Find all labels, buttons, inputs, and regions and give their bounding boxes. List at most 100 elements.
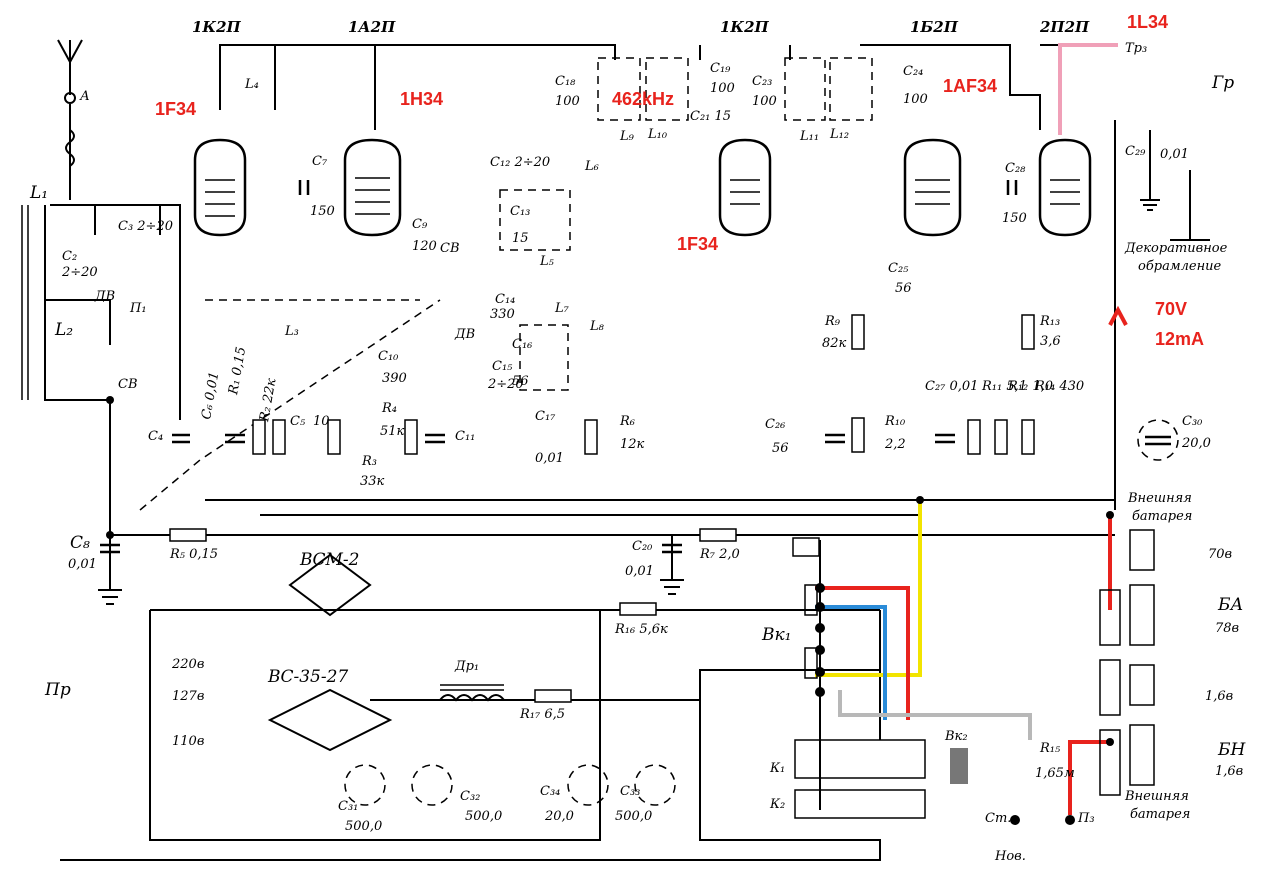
bn-voltage: 1,6в xyxy=(1215,764,1243,779)
c18-label: C₁₈ xyxy=(555,74,576,89)
c32-value: 500,0 xyxy=(465,809,502,824)
c10-value: 390 xyxy=(382,371,407,386)
c25-value: 56 xyxy=(895,281,912,296)
speaker-label: Гр xyxy=(1211,73,1234,93)
l8-label: L₈ xyxy=(589,319,605,334)
r4-value: 51к xyxy=(380,424,405,439)
colored-wires xyxy=(815,43,1128,815)
c23-label: C₂₃ xyxy=(752,74,772,89)
c32-label: C₃₂ xyxy=(460,789,480,804)
c27-label: C₂₇ 0,01 xyxy=(925,379,978,394)
l2-label: L₂ xyxy=(54,320,73,340)
l12-label: L₁₂ xyxy=(829,127,849,142)
l3-label: L₃ xyxy=(284,324,299,339)
annotation-1f34-a: 1F34 xyxy=(155,99,196,119)
vk1-label: Вк₁ xyxy=(761,625,791,645)
c33-label: C₃₃ xyxy=(620,784,640,799)
tube-v4 xyxy=(903,138,962,237)
c2-label: C₂ xyxy=(62,249,77,264)
external-labels: Декоративное обрамление Внешняя батарея … xyxy=(1124,241,1246,822)
annotation-12ma: 12mA xyxy=(1155,329,1204,349)
vk2-label: Вк₂ xyxy=(944,729,968,744)
r9-value: 82к xyxy=(822,336,847,351)
c19-label: C₁₉ xyxy=(710,61,731,76)
c5-label: C₅ xyxy=(290,414,306,429)
c31-value: 500,0 xyxy=(345,819,382,834)
r12-label: R₁₂ 1,0 xyxy=(1007,379,1053,394)
tube-v1 xyxy=(193,138,247,237)
r1-label: R₁ 0,15 xyxy=(226,346,249,397)
c16-value: 56 xyxy=(512,374,529,389)
annotation-462khz: 462kHz xyxy=(612,89,674,109)
fuse-label: Пр xyxy=(44,680,71,700)
c26-value: 56 xyxy=(772,441,789,456)
c8-label: C₈ xyxy=(70,533,90,553)
sv-label: СВ xyxy=(118,377,138,392)
r11-label: R₁₁ 5,1 xyxy=(981,379,1027,394)
nov-label: Нов. xyxy=(994,849,1026,864)
switch-block xyxy=(792,529,1155,819)
if-transformers xyxy=(499,57,873,391)
c31-label: C₃₁ xyxy=(338,799,358,814)
c21-label: C₂₁ 15 xyxy=(690,109,731,124)
r6-label: R₆ xyxy=(619,414,635,429)
c12-label: C₁₂ 2÷20 xyxy=(490,155,550,170)
c4-label: C₄ xyxy=(148,429,163,444)
c7-value: 150 xyxy=(310,204,335,219)
ba-voltage: 78в xyxy=(1215,621,1239,636)
v70-label: 70в xyxy=(1208,547,1232,562)
r5-label: R₅ 0,15 xyxy=(169,547,218,562)
c19-value: 100 xyxy=(710,81,735,96)
c29-value: 0,01 xyxy=(1160,147,1189,162)
decor-label-1: Декоративное xyxy=(1124,241,1228,256)
c29-label: C₂₉ xyxy=(1125,144,1146,159)
c14-value: 330 xyxy=(490,307,515,322)
c6-label: C₆ 0,01 xyxy=(199,371,222,421)
r14-label: R₁₄ 430 xyxy=(1034,379,1084,394)
c17-label: C₁₇ xyxy=(535,409,556,424)
c2-value: 2÷20 xyxy=(61,265,98,280)
l6-label: L₆ xyxy=(584,159,599,174)
c28-value: 150 xyxy=(1002,211,1027,226)
tube-v2 xyxy=(343,138,402,237)
r7-label: R₇ 2,0 xyxy=(699,547,740,562)
c13-value: 15 xyxy=(512,231,529,246)
c3-label: C₃ 2÷20 xyxy=(118,219,173,234)
ext-battery-1b: батарея xyxy=(1132,509,1192,524)
tube-labels: 1К2П 1А2П 1К2П 1Б2П 2П2П xyxy=(192,18,1090,36)
c28-label: C₂₈ xyxy=(1005,161,1026,176)
bn-label: БН xyxy=(1217,740,1246,760)
c25-label: C₂₅ xyxy=(888,261,909,276)
c14-label: C₁₄ xyxy=(495,292,515,307)
choke-label: Др₁ xyxy=(454,659,479,674)
tube-4-label: 1Б2П xyxy=(910,18,959,36)
c23-value: 100 xyxy=(752,94,777,109)
r13-value: 3,6 xyxy=(1040,334,1061,349)
v16-label: 1,6в xyxy=(1205,689,1233,704)
vsm-label: ВСМ-2 xyxy=(299,550,359,570)
c5-value: 10 xyxy=(313,414,330,429)
sv-switch-label: СВ xyxy=(440,241,460,256)
ext-battery-2a: Внешняя xyxy=(1124,789,1189,804)
ba-label: БА xyxy=(1217,595,1243,615)
c7-label: C₇ xyxy=(312,154,328,169)
tube-v5 xyxy=(1038,138,1092,237)
l7-label: L₇ xyxy=(554,301,570,316)
tube-v3 xyxy=(718,138,772,237)
tap-110: 110в xyxy=(172,734,204,749)
c16-label: C₁₆ xyxy=(512,337,532,352)
r17-label: R₁₇ 6,5 xyxy=(519,707,565,722)
c34-value: 20,0 xyxy=(544,809,574,824)
r10-label: R₁₀ xyxy=(884,414,906,429)
tube-1-label: 1К2П xyxy=(192,18,242,36)
vs-label: ВС-35-27 xyxy=(267,667,348,687)
decor-label-2: обрамление xyxy=(1138,259,1222,274)
r2-label: R₂ 22к xyxy=(257,377,280,424)
k1-label: К₁ xyxy=(769,761,785,776)
antenna-label: А xyxy=(79,89,90,104)
c17-value: 0,01 xyxy=(535,451,564,466)
st-label: Ст. xyxy=(985,811,1011,826)
c30-value: 20,0 xyxy=(1181,436,1211,451)
c18-value: 100 xyxy=(555,94,580,109)
